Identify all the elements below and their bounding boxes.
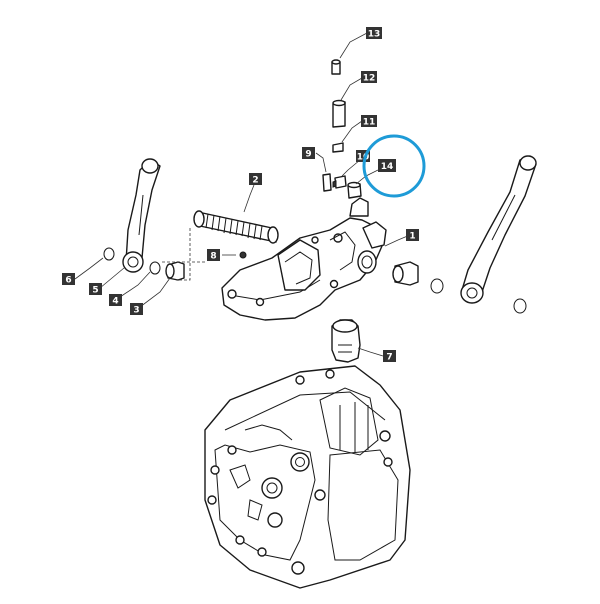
- right-lift-arm[interactable]: [460, 155, 537, 304]
- callout-label: 9: [305, 150, 311, 160]
- set-screw[interactable]: [331, 59, 341, 75]
- lower-bushing[interactable]: [331, 319, 361, 363]
- callout-11[interactable]: 11: [361, 115, 377, 128]
- left-circlip[interactable]: [103, 247, 115, 261]
- right-bushing[interactable]: [392, 261, 419, 286]
- cap-plug[interactable]: [347, 181, 362, 199]
- left-lift-arm[interactable]: [122, 158, 161, 273]
- highlight-ring: [362, 134, 426, 198]
- callout-label: 3: [133, 306, 139, 316]
- dowel-pin[interactable]: [322, 173, 332, 192]
- callout-6[interactable]: 6: [62, 273, 75, 286]
- callout-1[interactable]: 1: [406, 229, 419, 242]
- callout-label: 10: [357, 153, 370, 163]
- callout-9[interactable]: 9: [302, 147, 315, 160]
- transmission-housing[interactable]: [204, 365, 411, 589]
- callout-label: 11: [363, 118, 376, 128]
- callout-2[interactable]: 2: [249, 173, 262, 186]
- callout-label: 4: [112, 297, 118, 307]
- callout-label: 13: [368, 30, 381, 40]
- right-circlip[interactable]: [513, 298, 527, 314]
- valve-plug[interactable]: [332, 175, 347, 189]
- callout-label: 5: [92, 286, 98, 296]
- grease-nipple[interactable]: [239, 251, 247, 259]
- callout-label: 7: [386, 353, 392, 363]
- callout-label: 8: [210, 252, 216, 262]
- callout-label: 2: [252, 176, 258, 186]
- callout-label: 14: [381, 162, 394, 172]
- callout-13[interactable]: 13: [366, 27, 382, 40]
- callout-5[interactable]: 5: [89, 283, 102, 296]
- callout-label: 6: [65, 276, 71, 286]
- leader-lines: [74, 32, 411, 357]
- callout-12[interactable]: 12: [361, 71, 377, 84]
- spacer[interactable]: [332, 142, 344, 153]
- callout-label: 1: [409, 232, 415, 242]
- right-o-ring[interactable]: [430, 278, 444, 294]
- left-bushing[interactable]: [165, 261, 185, 281]
- callout-4[interactable]: 4: [109, 294, 122, 307]
- callout-8[interactable]: 8: [207, 249, 220, 262]
- left-o-ring[interactable]: [149, 261, 161, 275]
- lift-cover-housing[interactable]: [221, 197, 387, 321]
- sleeve[interactable]: [332, 99, 346, 128]
- callout-3[interactable]: 3: [130, 303, 143, 316]
- callout-7[interactable]: 7: [383, 350, 396, 363]
- callout-label: 12: [363, 74, 376, 84]
- callout-14[interactable]: 14: [378, 159, 396, 172]
- splined-shaft[interactable]: [193, 210, 279, 244]
